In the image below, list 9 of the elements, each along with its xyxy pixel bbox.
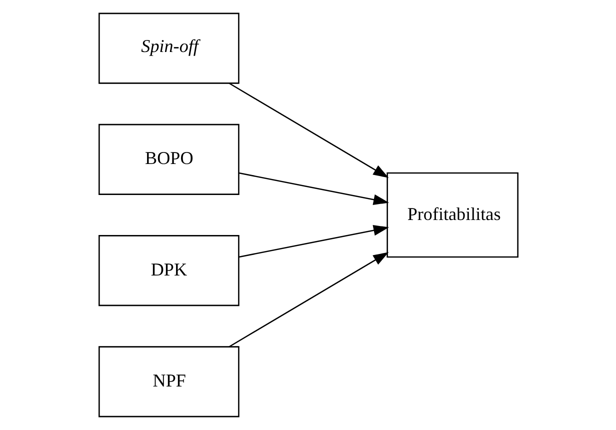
node-box: Profitabilitas [386,172,518,258]
node-box: Spin-off [98,12,239,84]
node-box: BOPO [98,124,239,195]
node-box: NPF [98,346,239,418]
arrow [228,82,388,178]
arrow [238,172,388,205]
arrow [228,252,388,348]
arrow [238,225,388,258]
node-box: DPK [98,235,239,306]
